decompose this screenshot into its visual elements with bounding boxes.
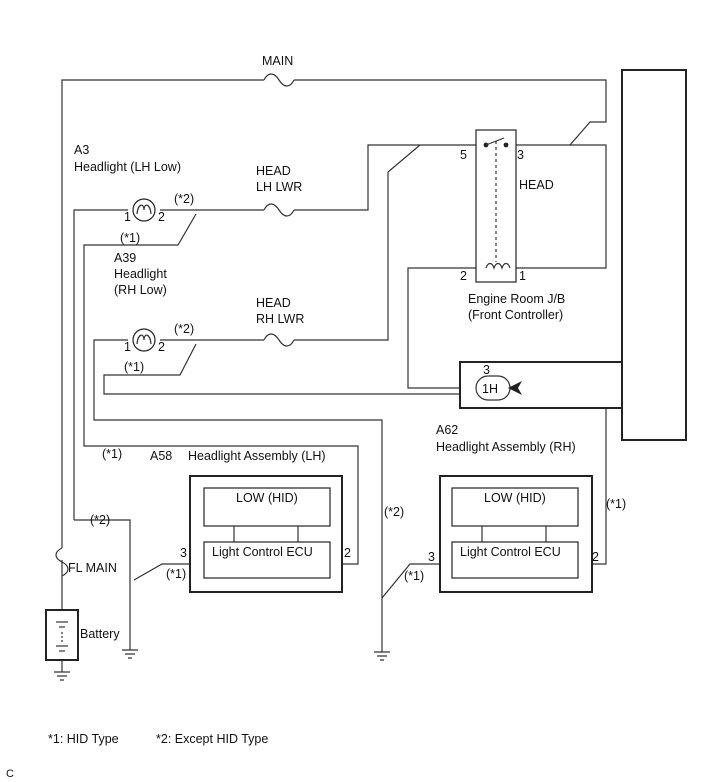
headlight-assembly-lh: A58 Headlight Assembly (LH) LOW (HID) Li… bbox=[150, 449, 351, 593]
assembly-rh-star1: (*1) bbox=[404, 569, 424, 583]
headlight-lh-star2: (*2) bbox=[174, 192, 194, 206]
assembly-rh-name: Headlight Assembly (RH) bbox=[436, 440, 576, 454]
legend-star1: *1: HID Type bbox=[48, 732, 119, 746]
front-controller-block bbox=[621, 69, 687, 441]
headlight-lh-star1: (*1) bbox=[120, 231, 140, 245]
main-fuse-label: MAIN bbox=[262, 54, 293, 68]
jb-label-1: Engine Room J/B bbox=[468, 292, 565, 306]
relay-pin-1: 1 bbox=[519, 269, 526, 283]
fl-main-fuse: FL MAIN bbox=[55, 547, 117, 577]
headlight-rh-name-2: (RH Low) bbox=[114, 283, 167, 297]
headlight-lh-pin-1: 1 bbox=[124, 210, 131, 224]
headlight-rh-low: A39 Headlight (RH Low) 1 2 (*2) (*1) bbox=[114, 251, 194, 374]
wire-note-mid-star2: (*2) bbox=[384, 505, 404, 519]
assembly-lh-code: A58 bbox=[150, 449, 172, 463]
head-lh-lwr-label-2: LH LWR bbox=[256, 180, 302, 194]
head-rh-lwr-label-1: HEAD bbox=[256, 296, 291, 310]
wire-note-left-star1: (*1) bbox=[102, 447, 122, 461]
wires bbox=[61, 79, 622, 672]
head-lh-lwr-label-1: HEAD bbox=[256, 164, 291, 178]
assembly-rh-pin-2: 2 bbox=[592, 550, 599, 564]
headlight-rh-star2: (*2) bbox=[174, 322, 194, 336]
connector-1h-pin: 3 bbox=[483, 363, 490, 377]
assembly-rh-code: A62 bbox=[436, 423, 458, 437]
headlight-rh-pin-2: 2 bbox=[158, 340, 165, 354]
assembly-lh-pin-3: 3 bbox=[180, 546, 187, 560]
corner-mark: C bbox=[6, 768, 14, 780]
relay-pin-3: 3 bbox=[517, 148, 524, 162]
head-rh-lwr-label-2: RH LWR bbox=[256, 312, 304, 326]
headlight-assembly-rh: A62 Headlight Assembly (RH) LOW (HID) Li… bbox=[404, 423, 599, 593]
assembly-lh-low: LOW (HID) bbox=[236, 491, 298, 505]
headlight-lh-name: Headlight (LH Low) bbox=[74, 160, 181, 174]
relay-pin-5: 5 bbox=[460, 148, 467, 162]
assembly-lh-star1: (*1) bbox=[166, 567, 186, 581]
battery-label: Battery bbox=[80, 627, 120, 641]
headlight-rh-star1: (*1) bbox=[124, 360, 144, 374]
assembly-lh-pin-2: 2 bbox=[344, 546, 351, 560]
head-relay: 5 3 HEAD 2 1 Engine Room J/B (Front Cont… bbox=[460, 129, 565, 322]
headlight-lh-low: A3 Headlight (LH Low) 1 2 (*2) (*1) bbox=[74, 143, 194, 245]
headlight-rh-name-1: Headlight bbox=[114, 267, 167, 281]
connector-1h-label: 1H bbox=[482, 382, 498, 396]
headlight-lh-pin-2: 2 bbox=[158, 210, 165, 224]
head-lh-lwr-fuse: HEAD LH LWR bbox=[256, 164, 302, 217]
jb-label-2: (Front Controller) bbox=[468, 308, 563, 322]
assembly-rh-ecu: Light Control ECU bbox=[460, 545, 561, 559]
relay-label: HEAD bbox=[519, 178, 554, 192]
fl-main-label: FL MAIN bbox=[68, 561, 117, 575]
headlight-lh-code: A3 bbox=[74, 143, 89, 157]
main-fuse: MAIN bbox=[262, 54, 295, 87]
headlight-rh-code: A39 bbox=[114, 251, 136, 265]
assembly-rh-pin-3: 3 bbox=[428, 550, 435, 564]
legend-star2: *2: Except HID Type bbox=[156, 732, 268, 746]
ground-symbols bbox=[54, 649, 390, 681]
connector-1h: 1H 3 bbox=[459, 361, 623, 409]
head-rh-lwr-fuse: HEAD RH LWR bbox=[256, 296, 304, 347]
assembly-rh-low: LOW (HID) bbox=[484, 491, 546, 505]
relay-pin-2: 2 bbox=[460, 269, 467, 283]
wire-note-left-star2: (*2) bbox=[90, 513, 110, 527]
assembly-lh-ecu: Light Control ECU bbox=[212, 545, 313, 559]
assembly-lh-name: Headlight Assembly (LH) bbox=[188, 449, 326, 463]
headlight-rh-pin-1: 1 bbox=[124, 340, 131, 354]
battery: Battery bbox=[45, 609, 120, 661]
wire-note-right-star1: (*1) bbox=[606, 497, 626, 511]
